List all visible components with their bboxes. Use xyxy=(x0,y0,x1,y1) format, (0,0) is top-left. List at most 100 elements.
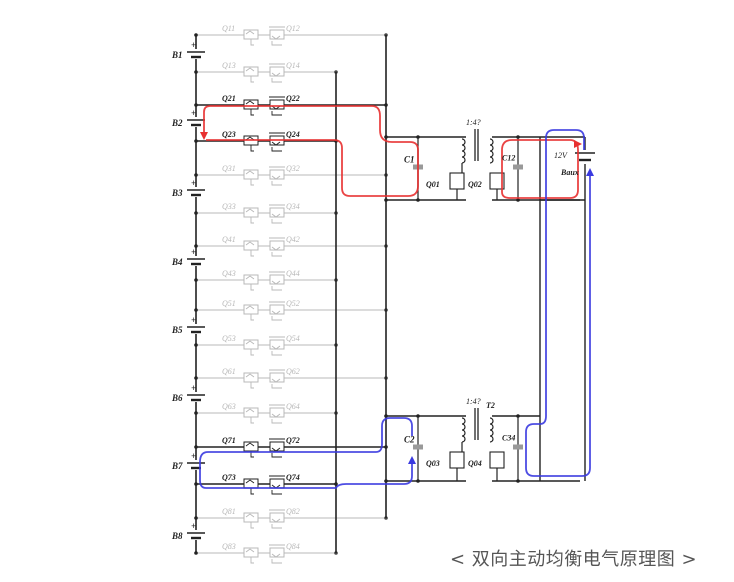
switch-label-left: Q13 xyxy=(222,61,236,70)
mosfet-gate-icon xyxy=(245,442,255,458)
junction-dot xyxy=(384,198,388,202)
capacitor-icon xyxy=(413,444,423,450)
transformer-ratio-label: 1:4? xyxy=(466,118,481,127)
mosfet-switch-icon xyxy=(269,99,285,110)
mosfet-gate-icon xyxy=(269,544,285,564)
capacitor-label: C12 xyxy=(502,154,515,163)
battery-label: B7 xyxy=(171,461,183,471)
switch-label-left: Q33 xyxy=(222,202,236,211)
mosfet-switch-pair xyxy=(243,271,285,291)
battery-plus-sign: + xyxy=(191,451,196,461)
battery-cell-icon xyxy=(187,49,205,59)
transformer-ratio-label: 1:4? xyxy=(466,397,481,406)
current-direction-arrow-icon xyxy=(200,132,208,140)
switch-label-right: Q24 xyxy=(286,130,300,139)
switch-label-left: Q71 xyxy=(222,436,236,445)
mosfet-switch-pair xyxy=(243,132,285,152)
mosfet-switch-icon xyxy=(269,339,285,350)
switch-label-left: Q31 xyxy=(222,164,236,173)
mosfet-switch-icon xyxy=(269,169,285,180)
mosfet-switch-icon xyxy=(269,547,285,558)
switch-label: Q03 xyxy=(426,459,440,468)
battery-label: B3 xyxy=(171,188,183,198)
mosfet-gate-icon xyxy=(245,513,255,529)
mosfet-gate-icon xyxy=(269,509,285,529)
mosfet-gate-icon xyxy=(245,275,255,291)
mosfet-switch-icon xyxy=(449,451,465,469)
switch-label-left: Q63 xyxy=(222,402,236,411)
mosfet-switch-icon xyxy=(269,478,285,489)
mosfet-switch-icon xyxy=(489,451,505,469)
wires-layer xyxy=(194,33,586,555)
mosfet-gate-icon xyxy=(245,100,255,116)
switch-label-right: Q74 xyxy=(286,473,300,482)
battery-cell-icon xyxy=(187,530,205,540)
battery-cell-icon xyxy=(187,324,205,334)
junction-dot xyxy=(194,211,198,215)
aux-voltage-label: 12V xyxy=(554,151,568,160)
junction-dot xyxy=(194,411,198,415)
mosfet-gate-icon xyxy=(245,30,255,46)
current-direction-arrow-icon xyxy=(574,140,582,148)
mosfet-switch-pair xyxy=(243,237,285,257)
mosfet-switch-pair xyxy=(243,544,285,564)
mosfet-switch-pair xyxy=(243,369,285,389)
mosfet-switch-pair xyxy=(243,336,285,356)
mosfet-switch-icon xyxy=(269,441,285,452)
components-layer xyxy=(187,26,595,564)
switch-label-right: Q44 xyxy=(286,269,300,278)
junction-dot xyxy=(384,135,388,139)
switch-label-left: Q43 xyxy=(222,269,236,278)
battery-background xyxy=(188,187,204,197)
converter-lower xyxy=(384,408,580,483)
aux-battery-label: Baux xyxy=(560,168,579,177)
junction-dot xyxy=(194,308,198,312)
battery-background xyxy=(188,530,204,540)
junction-dot xyxy=(194,482,198,486)
junction-dot xyxy=(194,516,198,520)
battery-label: B5 xyxy=(171,325,183,335)
mosfet-switch-pair xyxy=(243,475,285,495)
battery-label: B6 xyxy=(171,393,183,403)
battery-background xyxy=(188,392,204,402)
mosfet-gate-icon xyxy=(245,408,255,424)
capacitor-icon xyxy=(513,164,523,170)
junction-dot xyxy=(194,244,198,248)
capacitor-label: C1 xyxy=(404,155,415,165)
transformer-coil-icon xyxy=(489,417,494,443)
switch-label-right: Q52 xyxy=(286,299,300,308)
discharge-current-path-primary xyxy=(199,417,413,489)
capacitor-label: C2 xyxy=(404,435,415,445)
mosfet-gate-icon xyxy=(269,404,285,424)
mosfet-switch-pair xyxy=(243,301,285,321)
battery-label: B1 xyxy=(171,50,183,60)
capacitor-label: C34 xyxy=(502,434,515,443)
mosfet-gate-icon xyxy=(245,479,255,495)
mosfet-gate-icon xyxy=(269,204,285,224)
mosfet-switch-icon xyxy=(449,172,465,190)
switch-label: Q02 xyxy=(468,180,482,189)
battery-cell-icon xyxy=(187,187,205,197)
battery-cell-icon xyxy=(187,256,205,266)
junction-dot xyxy=(194,551,198,555)
switch-label: Q01 xyxy=(426,180,440,189)
switch-label-left: Q23 xyxy=(222,130,236,139)
battery-background xyxy=(188,256,204,266)
junction-dot xyxy=(384,479,388,483)
switch-label-right: Q64 xyxy=(286,402,300,411)
battery-cell-icon xyxy=(187,392,205,402)
switch-label-right: Q54 xyxy=(286,334,300,343)
junction-dot xyxy=(194,173,198,177)
mosfet-switch-pair xyxy=(243,204,285,224)
switch-label-right: Q72 xyxy=(286,436,300,445)
mosfet-gate-icon xyxy=(269,237,285,257)
battery-cell-icon xyxy=(187,460,205,470)
battery-background xyxy=(188,49,204,59)
switch-label-right: Q42 xyxy=(286,235,300,244)
mosfet-switch-pair xyxy=(243,96,285,116)
mosfet-gate-icon xyxy=(269,96,285,116)
junction-dot xyxy=(516,479,520,483)
junction-dot xyxy=(194,278,198,282)
switch-label-left: Q73 xyxy=(222,473,236,482)
